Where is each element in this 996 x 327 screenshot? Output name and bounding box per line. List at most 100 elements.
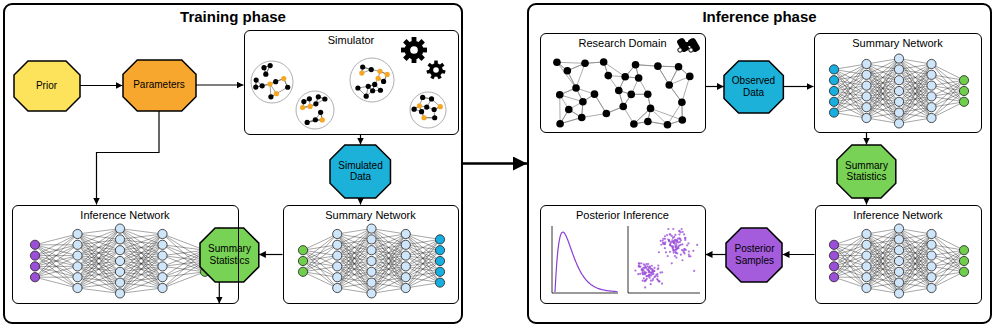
network-weight (372, 229, 406, 288)
phase-title: Inference phase (702, 5, 816, 25)
flow-arrow (783, 86, 813, 87)
graph-edge (557, 62, 585, 63)
network-unit (115, 267, 124, 276)
sample-dot (665, 251, 667, 253)
network-weight (867, 229, 900, 245)
network-weight (120, 266, 163, 293)
network-weight (163, 250, 206, 277)
sample-dot (657, 279, 659, 281)
sample-dot (671, 235, 673, 237)
network-weight (834, 277, 867, 288)
network-unit (927, 81, 936, 90)
plot-axes (628, 226, 700, 293)
network-weight (867, 59, 900, 86)
network-weight (337, 272, 371, 288)
graph-node (268, 63, 273, 68)
network-weight (372, 288, 406, 293)
network-weight (303, 272, 337, 288)
network-unit (829, 86, 838, 95)
posterior-box: Posterior Inference (540, 205, 706, 304)
network-weight (120, 229, 163, 267)
network-weight (78, 283, 121, 288)
network-weight (899, 234, 932, 261)
network-weight (899, 59, 932, 118)
network-weight (932, 75, 965, 91)
network-unit (959, 76, 968, 85)
network-weight (163, 245, 206, 261)
network-weight (303, 234, 337, 250)
network-unit (401, 251, 410, 260)
network-unit (862, 113, 871, 122)
network-unit (959, 256, 968, 265)
network-weight (834, 234, 867, 245)
network-weight (163, 261, 206, 288)
graph-node (366, 84, 371, 89)
network-weight (78, 261, 121, 288)
network-unit (73, 273, 82, 282)
gear-icon (401, 37, 427, 63)
flow-arrow (866, 198, 867, 205)
graph-node (385, 72, 390, 77)
network-weight (35, 245, 78, 277)
network-weight (834, 91, 867, 118)
sample-dot (664, 235, 666, 237)
sample-dot (661, 282, 663, 284)
network-weight (78, 272, 121, 288)
network-unit (894, 267, 903, 276)
network-weight (867, 59, 900, 108)
network-weight (35, 266, 78, 288)
graph-node (615, 87, 623, 95)
sample-dot (651, 271, 653, 273)
network-unit (959, 86, 968, 95)
network-unit (30, 240, 39, 249)
sample-dot (657, 268, 659, 270)
network-weight (406, 261, 440, 288)
network-unit (30, 262, 39, 271)
graph-node (253, 85, 258, 90)
network-weight (867, 239, 900, 288)
network-weight (78, 229, 121, 278)
simulated-network (296, 91, 334, 129)
sample-dot (692, 250, 694, 252)
network-unit (158, 262, 167, 271)
network-weight (78, 239, 121, 288)
sample-dot (666, 234, 668, 236)
network-weight (35, 234, 78, 277)
graph-node (432, 107, 437, 112)
network-weight (78, 266, 121, 293)
network-unit (894, 108, 903, 117)
simulated-network (350, 58, 394, 102)
phase-arrow (463, 162, 527, 165)
graph-node (579, 98, 587, 106)
graph-node (419, 109, 424, 114)
box-heading: Simulator (328, 31, 374, 46)
graph-node (578, 114, 586, 122)
network-unit (927, 251, 936, 260)
network-weight (120, 288, 163, 293)
phase-panel: Inference phaseResearch DomainObserved D… (527, 3, 992, 324)
sample-dot (687, 242, 689, 244)
sample-dot (661, 271, 663, 273)
network-unit (435, 246, 444, 255)
network-weight (899, 229, 932, 245)
sample-dot (684, 239, 686, 241)
network-unit (333, 229, 342, 238)
network-weight (867, 91, 900, 118)
network-unit (367, 278, 376, 287)
network-weight (303, 250, 337, 288)
network-unit (959, 267, 968, 276)
flow-arrow (80, 85, 123, 86)
network-weight (163, 245, 206, 272)
sample-dot (669, 251, 671, 253)
network-weight (867, 64, 900, 123)
graph-node (307, 96, 312, 101)
graph-node (376, 76, 381, 81)
network-weight (834, 64, 867, 91)
network-weight (303, 266, 337, 271)
network-weight (372, 277, 406, 293)
sample-dot (681, 259, 683, 261)
network-unit (401, 240, 410, 249)
sample-dot (649, 266, 651, 268)
sample-dot (657, 264, 659, 266)
network-weight (834, 86, 867, 113)
